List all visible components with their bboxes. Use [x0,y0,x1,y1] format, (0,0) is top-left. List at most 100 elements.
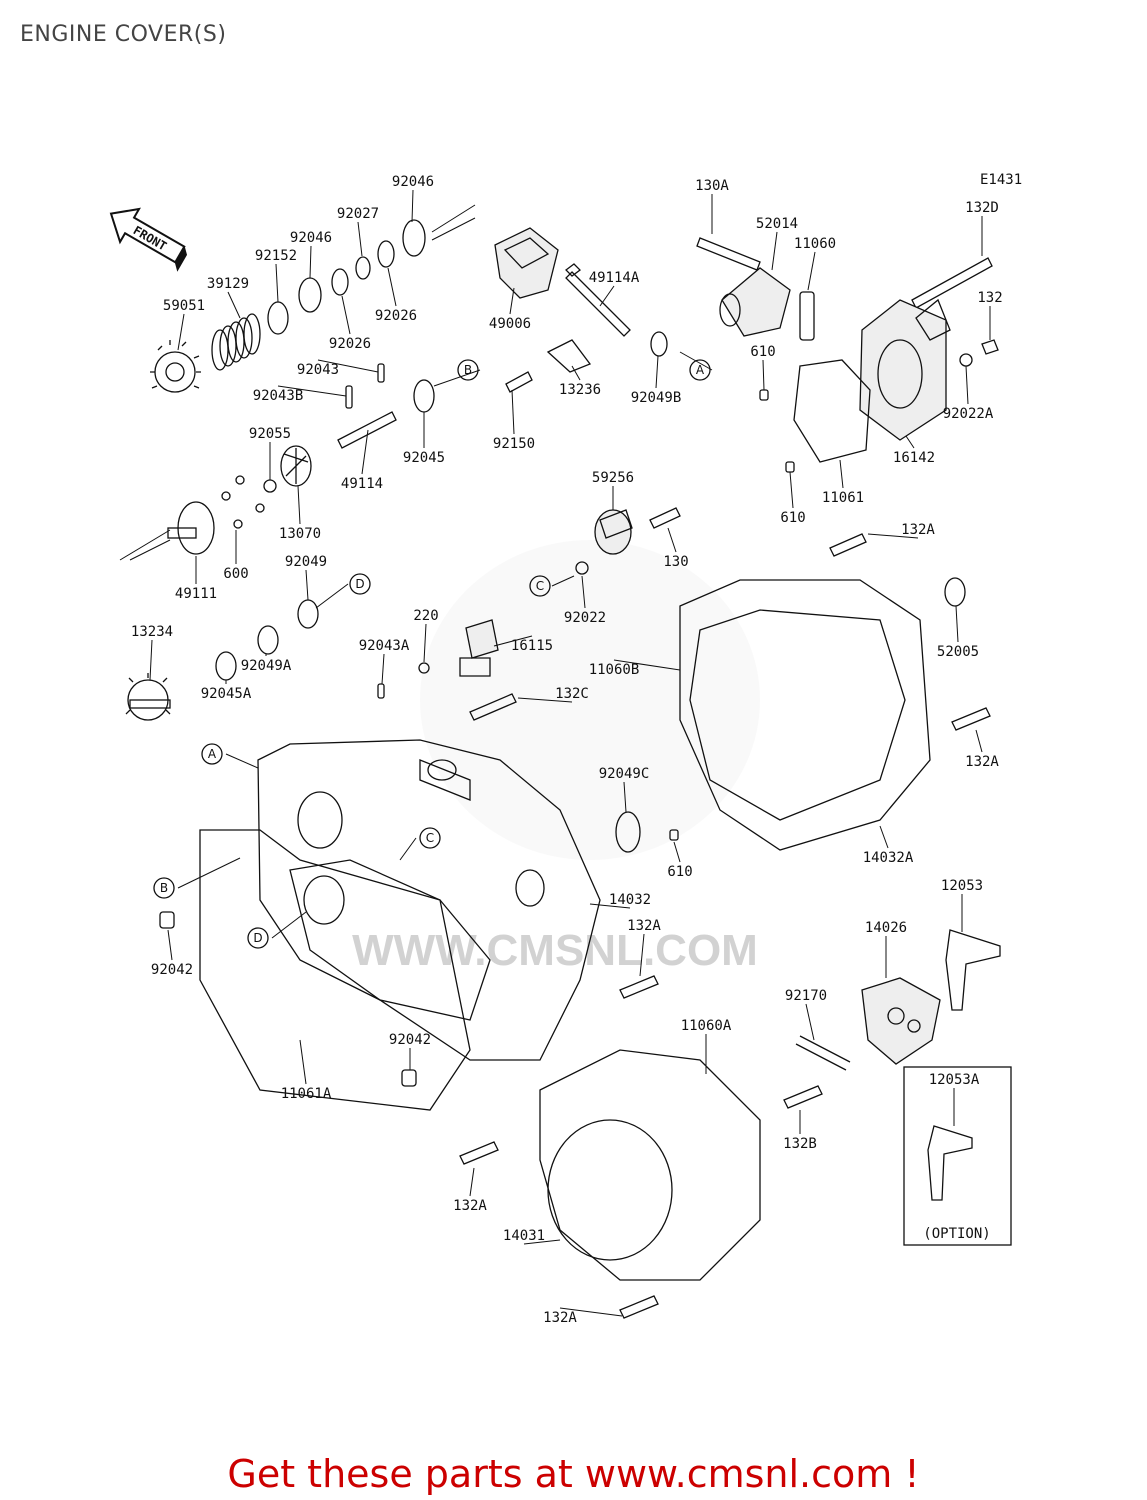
part-number-label[interactable]: 13234 [131,624,173,640]
pin-92043b-icon [345,385,353,409]
part-number-label[interactable]: 59256 [592,470,634,486]
pin-92043-icon [377,363,385,383]
leader-line [581,575,586,609]
part-number-label[interactable]: 59051 [163,298,205,314]
part-number-label[interactable]: 11060A [681,1018,732,1034]
part-number-label[interactable]: 220 [413,608,438,624]
callout-circle [689,359,711,381]
get-parts-link[interactable]: Get these parts at www.cmsnl.com ! [227,1452,920,1496]
part-number-label[interactable]: 130A [695,178,729,194]
part-number-label[interactable]: 11061A [281,1086,332,1102]
oil-plug-16115-icon [459,619,499,677]
leader-line [789,471,794,509]
ring-92055-icon [263,479,277,493]
part-number-label[interactable]: 92042 [151,962,193,978]
part-number-label[interactable]: 16115 [511,638,553,654]
part-number-label[interactable]: 92026 [329,336,371,352]
ring-92027-icon [355,256,371,280]
part-number-label[interactable]: 92046 [290,230,332,246]
part-number-label[interactable]: 92045A [201,686,252,702]
callout-circle [247,927,269,949]
leader-line [867,533,919,539]
bracket-13236-icon [546,339,592,373]
bracket-14026-icon [861,977,941,1065]
callout-circle [529,575,551,597]
part-number-label[interactable]: 49111 [175,586,217,602]
part-number-label[interactable]: 132B [783,1136,817,1152]
leader-line [511,389,515,435]
part-number-label[interactable]: 92043B [253,388,304,404]
part-number-label[interactable]: 92055 [249,426,291,442]
part-number-label[interactable]: 92049C [599,766,650,782]
part-number-label[interactable]: 610 [780,510,805,526]
part-number-label[interactable]: 16142 [893,450,935,466]
callout-leader [177,857,241,889]
guide-12053-icon [945,929,1001,1011]
part-number-label[interactable]: 92042 [389,1032,431,1048]
part-number-label[interactable]: 132 [977,290,1002,306]
part-number-label[interactable]: 132C [555,686,589,702]
part-number-label[interactable]: 49006 [489,316,531,332]
part-number-label[interactable]: 92152 [255,248,297,264]
callout-letter: A [696,363,705,377]
part-number-label[interactable]: 11060 [794,236,836,252]
part-number-label[interactable]: 130 [663,554,688,570]
part-number-label[interactable]: 49114A [589,270,640,286]
inner-cover-icon [289,859,491,1021]
part-number-label[interactable]: 132A [901,522,935,538]
leader-line [599,285,615,307]
leader-line [965,365,969,405]
part-number-label[interactable]: 92170 [785,988,827,1004]
part-number-label[interactable]: 92026 [375,308,417,324]
part-number-label[interactable]: 610 [750,344,775,360]
part-number-label[interactable]: 92022 [564,610,606,626]
leader-line [277,385,347,397]
part-number-label[interactable]: 49114 [341,476,383,492]
part-number-label[interactable]: 132A [543,1310,577,1326]
part-number-label[interactable]: 92150 [493,436,535,452]
part-number-label[interactable]: 610 [667,864,692,880]
part-number-label[interactable]: 132D [965,200,999,216]
callout-circle [349,573,371,595]
watermark-text: WWW.CMSNL.COM [352,926,758,975]
part-number-label[interactable]: 14026 [865,920,907,936]
part-number-label[interactable]: 92043 [297,362,339,378]
part-number-label[interactable]: 13070 [279,526,321,542]
part-number-label[interactable]: 92043A [359,638,410,654]
leader-line [305,569,309,601]
part-number-label[interactable]: 14032 [609,892,651,908]
impeller-13070-icon [280,445,312,487]
leader-line [387,267,397,307]
gasket-11061a-icon [199,829,471,1111]
part-number-label[interactable]: 11060B [589,662,640,678]
seal-52005-icon [944,577,966,607]
part-number-label[interactable]: 600 [223,566,248,582]
part-number-label[interactable]: 11061 [822,490,864,506]
part-number-label[interactable]: 52005 [937,644,979,660]
part-number-label[interactable]: 13236 [559,382,601,398]
part-number-label[interactable]: 132A [453,1198,487,1214]
part-number-label[interactable]: 92027 [337,206,379,222]
callout-leader [225,753,259,769]
part-number-label[interactable]: 39129 [207,276,249,292]
part-number-label[interactable]: 92022A [943,406,994,422]
part-number-label[interactable]: 92049 [285,554,327,570]
leader-line [509,287,515,315]
part-number-label[interactable]: 92046 [392,174,434,190]
bolt-132a4-icon [459,1141,499,1165]
part-number-label[interactable]: 12053 [941,878,983,894]
callout-letter: D [253,931,262,945]
part-number-label[interactable]: 14031 [503,1228,545,1244]
callout-letter: B [160,881,168,895]
part-number-label[interactable]: 132A [965,754,999,770]
part-number-label[interactable]: 92049B [631,390,682,406]
part-number-label[interactable]: 12053A [929,1072,980,1088]
part-number-label[interactable]: 92049A [241,658,292,674]
part-number-label[interactable]: 52014 [756,216,798,232]
leader-line [275,263,279,303]
part-number-label[interactable]: 14032A [863,850,914,866]
washer-92152-icon [267,301,289,335]
part-number-label[interactable]: 92045 [403,450,445,466]
callout-letter: A [208,747,217,761]
part-number-label[interactable]: 132A [627,918,661,934]
